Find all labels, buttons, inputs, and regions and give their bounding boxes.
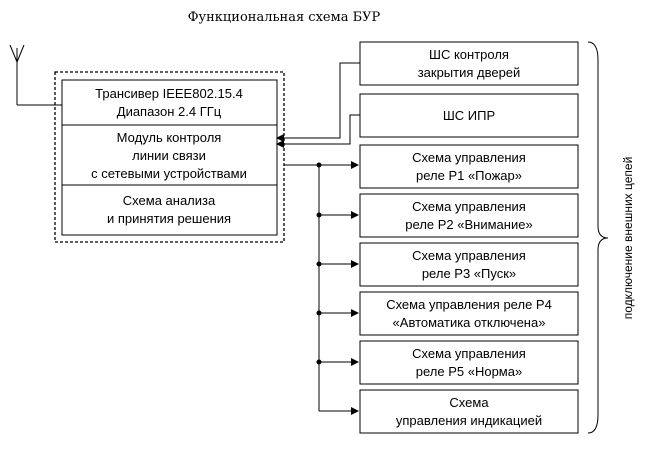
relay-p2-line-1: Схема управления [412,199,526,214]
diagram-title: Функциональная схема БУР [188,10,381,25]
transceiver-line-2: Диапазон 2.4 ГГц [117,104,222,119]
relay-p5-line-2: реле Р5 «Норма» [416,364,522,379]
relay-p3-line-2: реле Р3 «Пуск» [422,266,516,281]
relay-p4-line-2: «Автоматика отключена» [393,315,546,330]
link-module-box: Модуль контроля линии связи с сетевыми у… [61,124,278,186]
analysis-line-1: Схема анализа [123,193,216,208]
external-circuits-label: подключение внешних цепей [621,157,635,320]
ipr-loop-arrow [276,114,360,148]
ipr-loop-label: ШС ИПР [443,108,495,123]
relay-p1-line-2: реле Р1 «Пожар» [416,168,522,183]
junction-dot [316,162,322,168]
relay-p2-box: Схема управления реле Р2 «Внимание» [359,193,579,238]
link-module-line-2: линии связи [132,148,206,163]
indication-box: Схема управления индикацией [359,389,579,434]
analysis-box: Схема анализа и принятия решения [61,184,278,236]
door-loop-arrow [276,62,360,142]
ipr-loop-box: ШС ИПР [359,93,579,138]
main-block-outline [54,71,285,243]
relay-p2-line-2: реле Р2 «Внимание» [405,217,532,232]
relay-p4-line-1: Схема управления реле Р4 [386,297,552,312]
door-loop-box: ШС контроля закрытия дверей [359,41,579,86]
junction-dot [316,261,322,267]
external-circuits-brace [587,41,609,434]
relay-p1-line-1: Схема управления [412,150,526,165]
junction-dot [316,310,322,316]
antenna-icon [9,44,67,106]
junction-dot [316,359,322,365]
junction-dot [316,212,322,218]
transceiver-line-1: Трансивер IEEE802.15.4 [95,86,243,101]
analysis-line-2: и принятия решения [107,211,231,226]
relay-p1-box: Схема управления реле Р1 «Пожар» [359,144,579,189]
relay-p5-box: Схема управления реле Р5 «Норма» [359,340,579,385]
door-loop-line-2: закрытия дверей [418,65,521,80]
relay-p4-box: Схема управления реле Р4 «Автоматика отк… [359,291,579,336]
indication-line-1: Схема [449,395,489,410]
relay-p3-box: Схема управления реле Р3 «Пуск» [359,242,579,287]
link-module-line-1: Модуль контроля [117,130,222,145]
relay-p3-line-1: Схема управления [412,248,526,263]
relay-p5-line-1: Схема управления [412,346,526,361]
door-loop-line-1: ШС контроля [429,47,509,62]
transceiver-box: Трансивер IEEE802.15.4 Диапазон 2.4 ГГц [61,79,278,126]
indication-line-2: управления индикацией [396,413,542,428]
link-module-line-3: с сетевыми устройствами [91,166,247,181]
